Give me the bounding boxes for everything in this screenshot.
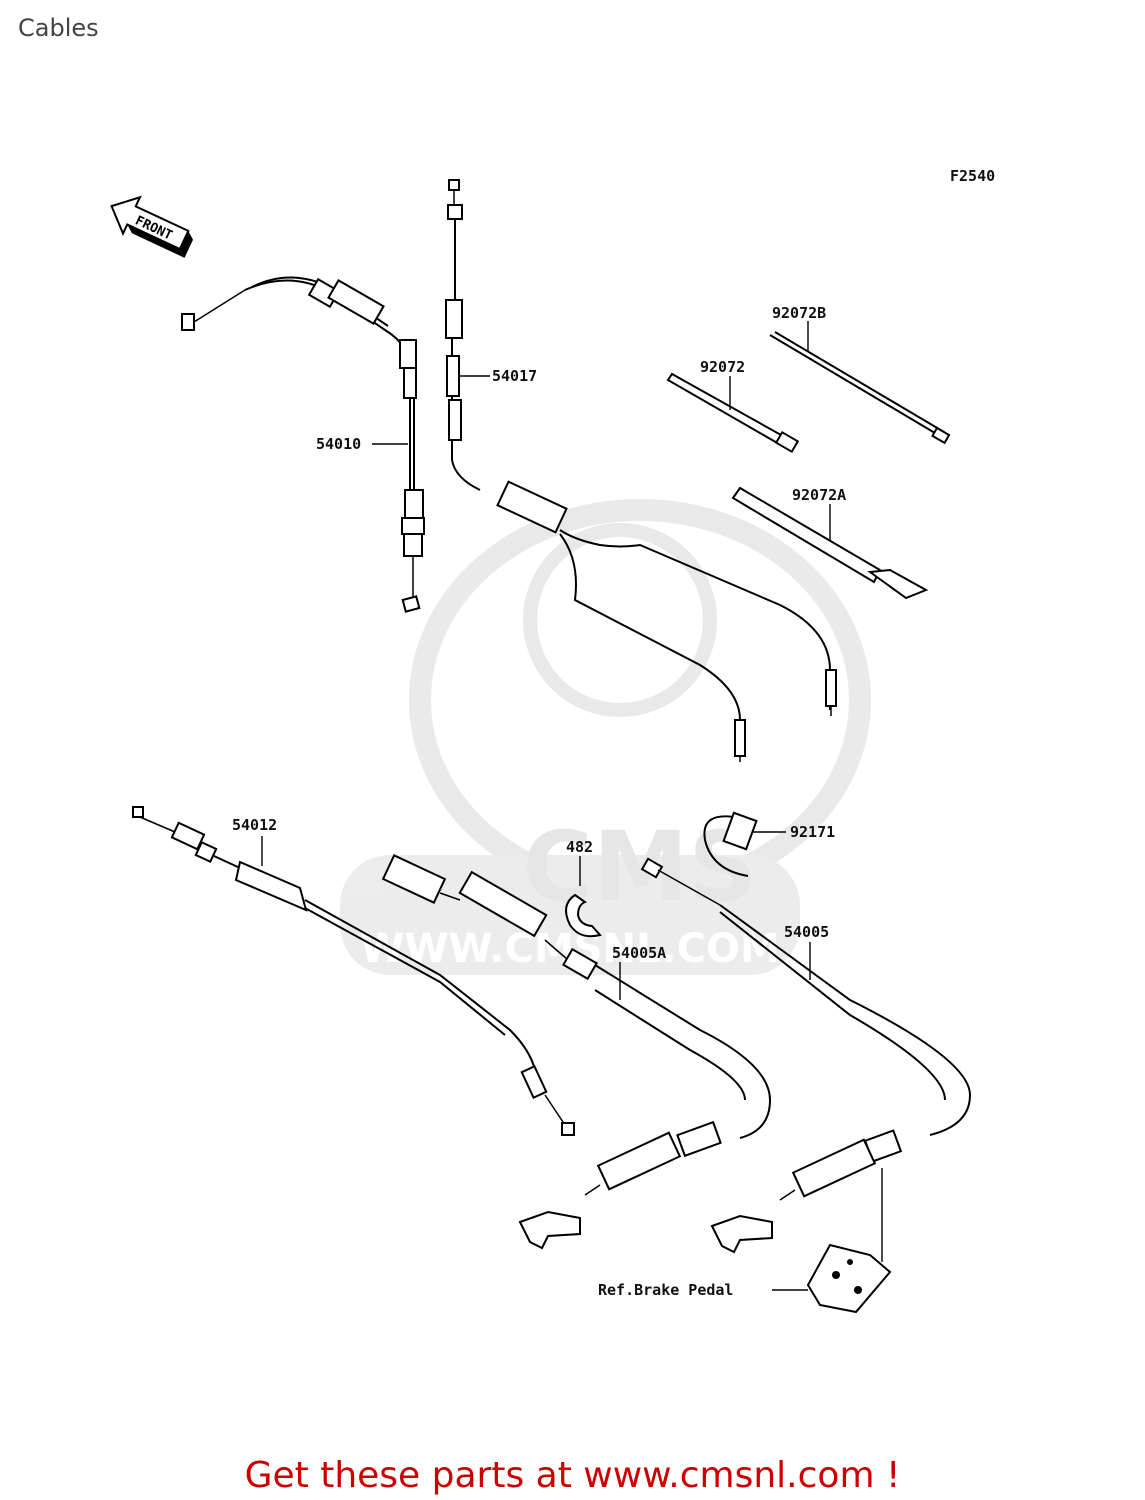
label-92072: 92072 <box>700 358 745 376</box>
circlip-482 <box>565 893 602 938</box>
label-54010: 54010 <box>316 435 361 453</box>
label-54005: 54005 <box>784 923 829 941</box>
cable-tie-92072b <box>769 331 951 445</box>
reference-brake-pedal-label: Ref.Brake Pedal <box>598 1281 733 1299</box>
page-title: Cables <box>18 14 99 42</box>
front-arrow-icon: FRONT <box>110 195 193 258</box>
cable-tie-92072 <box>666 372 800 454</box>
watermark: CMS WWW.CMSNL.COM <box>340 499 871 975</box>
cable-54017 <box>445 179 837 762</box>
label-92072b: 92072B <box>772 304 826 322</box>
brake-pedal-bracket <box>806 1168 892 1314</box>
cable-54010 <box>181 276 425 613</box>
label-92072a: 92072A <box>792 486 846 504</box>
label-482: 482 <box>566 838 593 856</box>
label-92171: 92171 <box>790 823 835 841</box>
label-54005a: 54005A <box>612 944 666 962</box>
label-54017: 54017 <box>492 367 537 385</box>
cable-54005 <box>640 857 972 1254</box>
cable-54005a <box>381 854 772 1250</box>
footer-link[interactable]: Get these parts at www.cmsnl.com ! <box>244 1455 901 1496</box>
clamp-92171 <box>703 811 758 877</box>
cable-54012 <box>132 806 575 1136</box>
figure-code: F2540 <box>950 167 995 185</box>
cable-tie-92072a <box>731 486 929 600</box>
label-54012: 54012 <box>232 816 277 834</box>
